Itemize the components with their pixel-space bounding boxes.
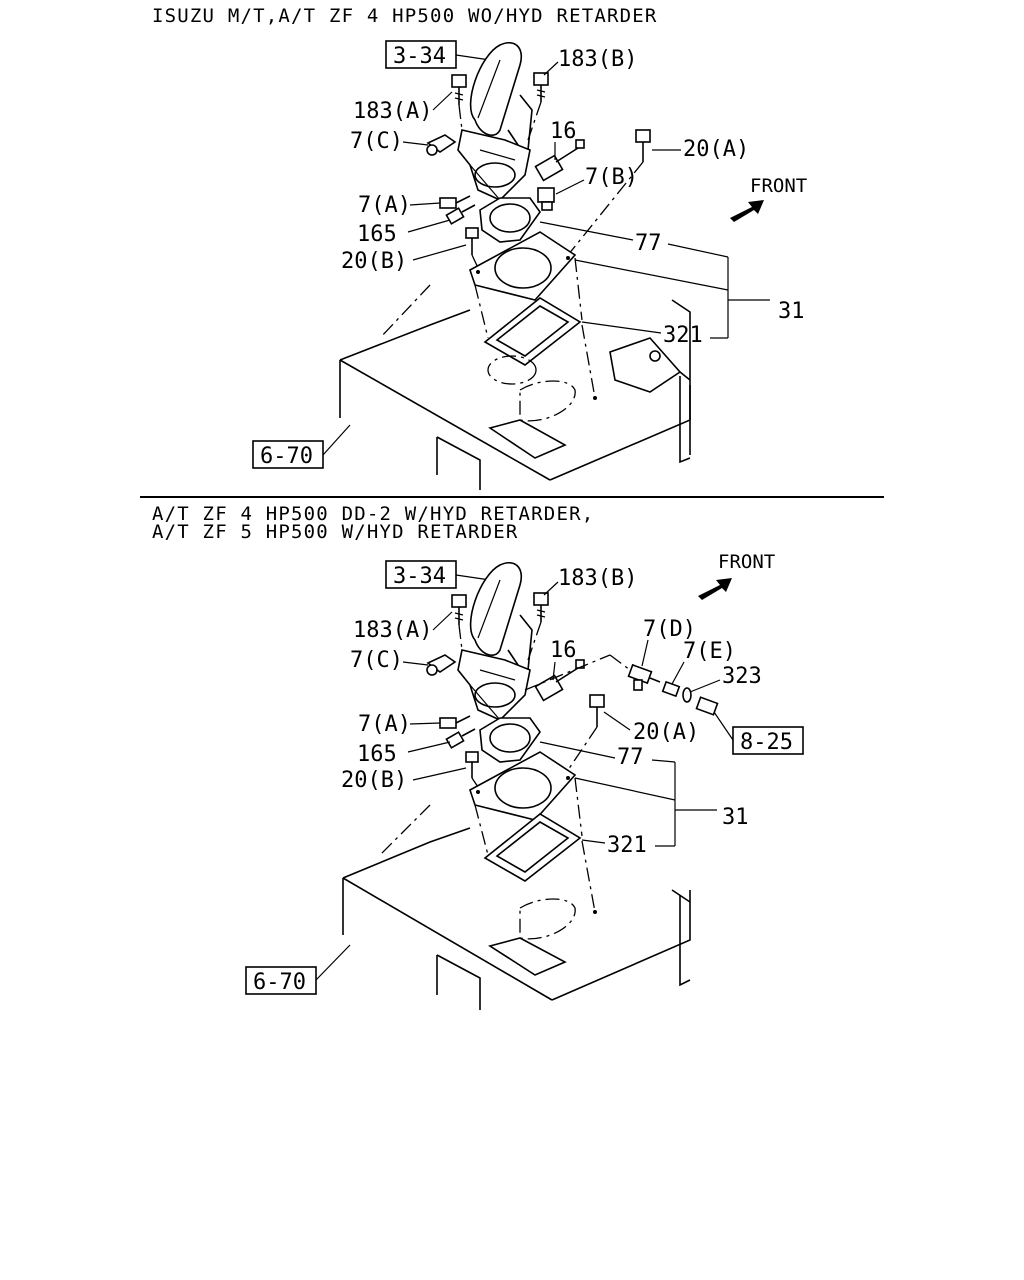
top-bolt-20a — [635, 129, 651, 162]
bottom-seal-321 — [483, 813, 582, 882]
bottom-ref-3-34[interactable]: 3-34 — [393, 564, 446, 589]
bottom-header-line1: A/T ZF 4 HP500 DD-2 W/HYD RETARDER, — [152, 503, 594, 525]
top-fitting-7c — [426, 134, 457, 156]
top-fitting-7a — [439, 195, 471, 209]
bottom-fitting-165 — [445, 728, 476, 749]
top-callout-321: 321 — [663, 323, 703, 348]
top-ref-3-34[interactable]: 3-34 — [393, 44, 446, 69]
top-valve-body — [457, 129, 531, 201]
bottom-callout-321: 321 — [607, 833, 647, 858]
bottom-front-arrow-icon — [698, 578, 732, 600]
top-callout-31: 31 — [778, 299, 805, 324]
top-ref-6-70[interactable]: 6-70 — [260, 444, 313, 469]
top-fitting-7b — [537, 187, 555, 211]
bottom-ref-box-6-70[interactable] — [245, 966, 317, 995]
bottom-ref-8-25[interactable]: 8-25 — [740, 730, 793, 755]
bottom-fitting-7a — [439, 715, 471, 729]
bottom-callout-77: 77 — [617, 745, 644, 770]
bottom-gasket-77 — [479, 717, 541, 763]
top-callout-183a: 183(A) — [353, 99, 432, 124]
bottom-bolt-20a — [589, 694, 605, 727]
top-callout-77: 77 — [635, 231, 662, 256]
top-callout-165: 165 — [357, 222, 397, 247]
top-callout-7c: 7(C) — [350, 129, 403, 154]
top-front-arrow-icon — [730, 200, 764, 222]
top-bolt-20b — [465, 227, 479, 255]
bottom-callout-183b: 183(B) — [558, 566, 637, 591]
top-seal-321 — [483, 297, 582, 366]
bottom-ref-box-3-34[interactable] — [385, 560, 457, 589]
top-callout-20b: 20(B) — [341, 249, 407, 274]
bottom-callout-20a: 20(A) — [633, 720, 699, 745]
bottom-callout-183a: 183(A) — [353, 618, 432, 643]
bottom-callout-7e: 7(E) — [683, 639, 736, 664]
bottom-floor-body — [342, 827, 691, 1010]
bottom-callout-16: 16 — [550, 638, 577, 663]
top-gasket-77 — [479, 197, 541, 243]
bottom-ref-6-70[interactable]: 6-70 — [253, 970, 306, 995]
bottom-bolt-183b — [533, 592, 549, 622]
top-bolt-183b — [533, 72, 549, 102]
top-callout-20a: 20(A) — [683, 137, 749, 162]
bottom-callout-31: 31 — [722, 805, 749, 830]
top-callout-16: 16 — [550, 119, 577, 144]
bottom-callout-7a: 7(A) — [358, 712, 411, 737]
bottom-switch-8-25 — [695, 696, 719, 716]
top-callout-183b: 183(B) — [558, 47, 637, 72]
bottom-valve-body — [457, 649, 531, 721]
bottom-callout-323: 323 — [722, 664, 762, 689]
bottom-diagram: A/T ZF 4 HP500 DD-2 W/HYD RETARDER, A/T … — [152, 503, 804, 1010]
bottom-callout-7d: 7(D) — [643, 617, 696, 642]
bottom-callout-7c: 7(C) — [350, 648, 403, 673]
bottom-front-label: FRONT — [718, 551, 775, 573]
top-diagram: ISUZU M/T,A/T ZF 4 HP500 WO/HYD RETARDER… — [152, 5, 807, 490]
bottom-header-line2: A/T ZF 5 HP500 W/HYD RETARDER — [152, 521, 519, 543]
top-floor-body — [339, 299, 691, 490]
top-header: ISUZU M/T,A/T ZF 4 HP500 WO/HYD RETARDER — [152, 5, 658, 27]
bottom-sensor-16 — [534, 659, 585, 702]
top-ref-box-3-34[interactable] — [385, 40, 457, 69]
bottom-ref-box-8-25[interactable] — [732, 726, 804, 755]
bottom-bolt-183a — [451, 594, 467, 625]
bottom-fitting-7e — [661, 680, 681, 698]
top-bolt-183a — [451, 74, 467, 105]
top-plate-31 — [469, 231, 577, 301]
bottom-washer-323 — [682, 687, 692, 703]
top-sensor-16 — [534, 139, 585, 182]
bottom-callout-20b: 20(B) — [341, 768, 407, 793]
bottom-fitting-7c — [426, 654, 457, 676]
top-front-label: FRONT — [750, 175, 807, 197]
top-shift-lever — [469, 41, 533, 151]
bottom-bolt-20b — [465, 751, 479, 778]
top-callout-7a: 7(A) — [358, 193, 411, 218]
top-fitting-165 — [445, 204, 476, 225]
bottom-plate-31 — [469, 751, 577, 821]
top-callout-7b: 7(B) — [585, 165, 638, 190]
bottom-callout-165: 165 — [357, 742, 397, 767]
bottom-fitting-7d — [627, 663, 661, 691]
